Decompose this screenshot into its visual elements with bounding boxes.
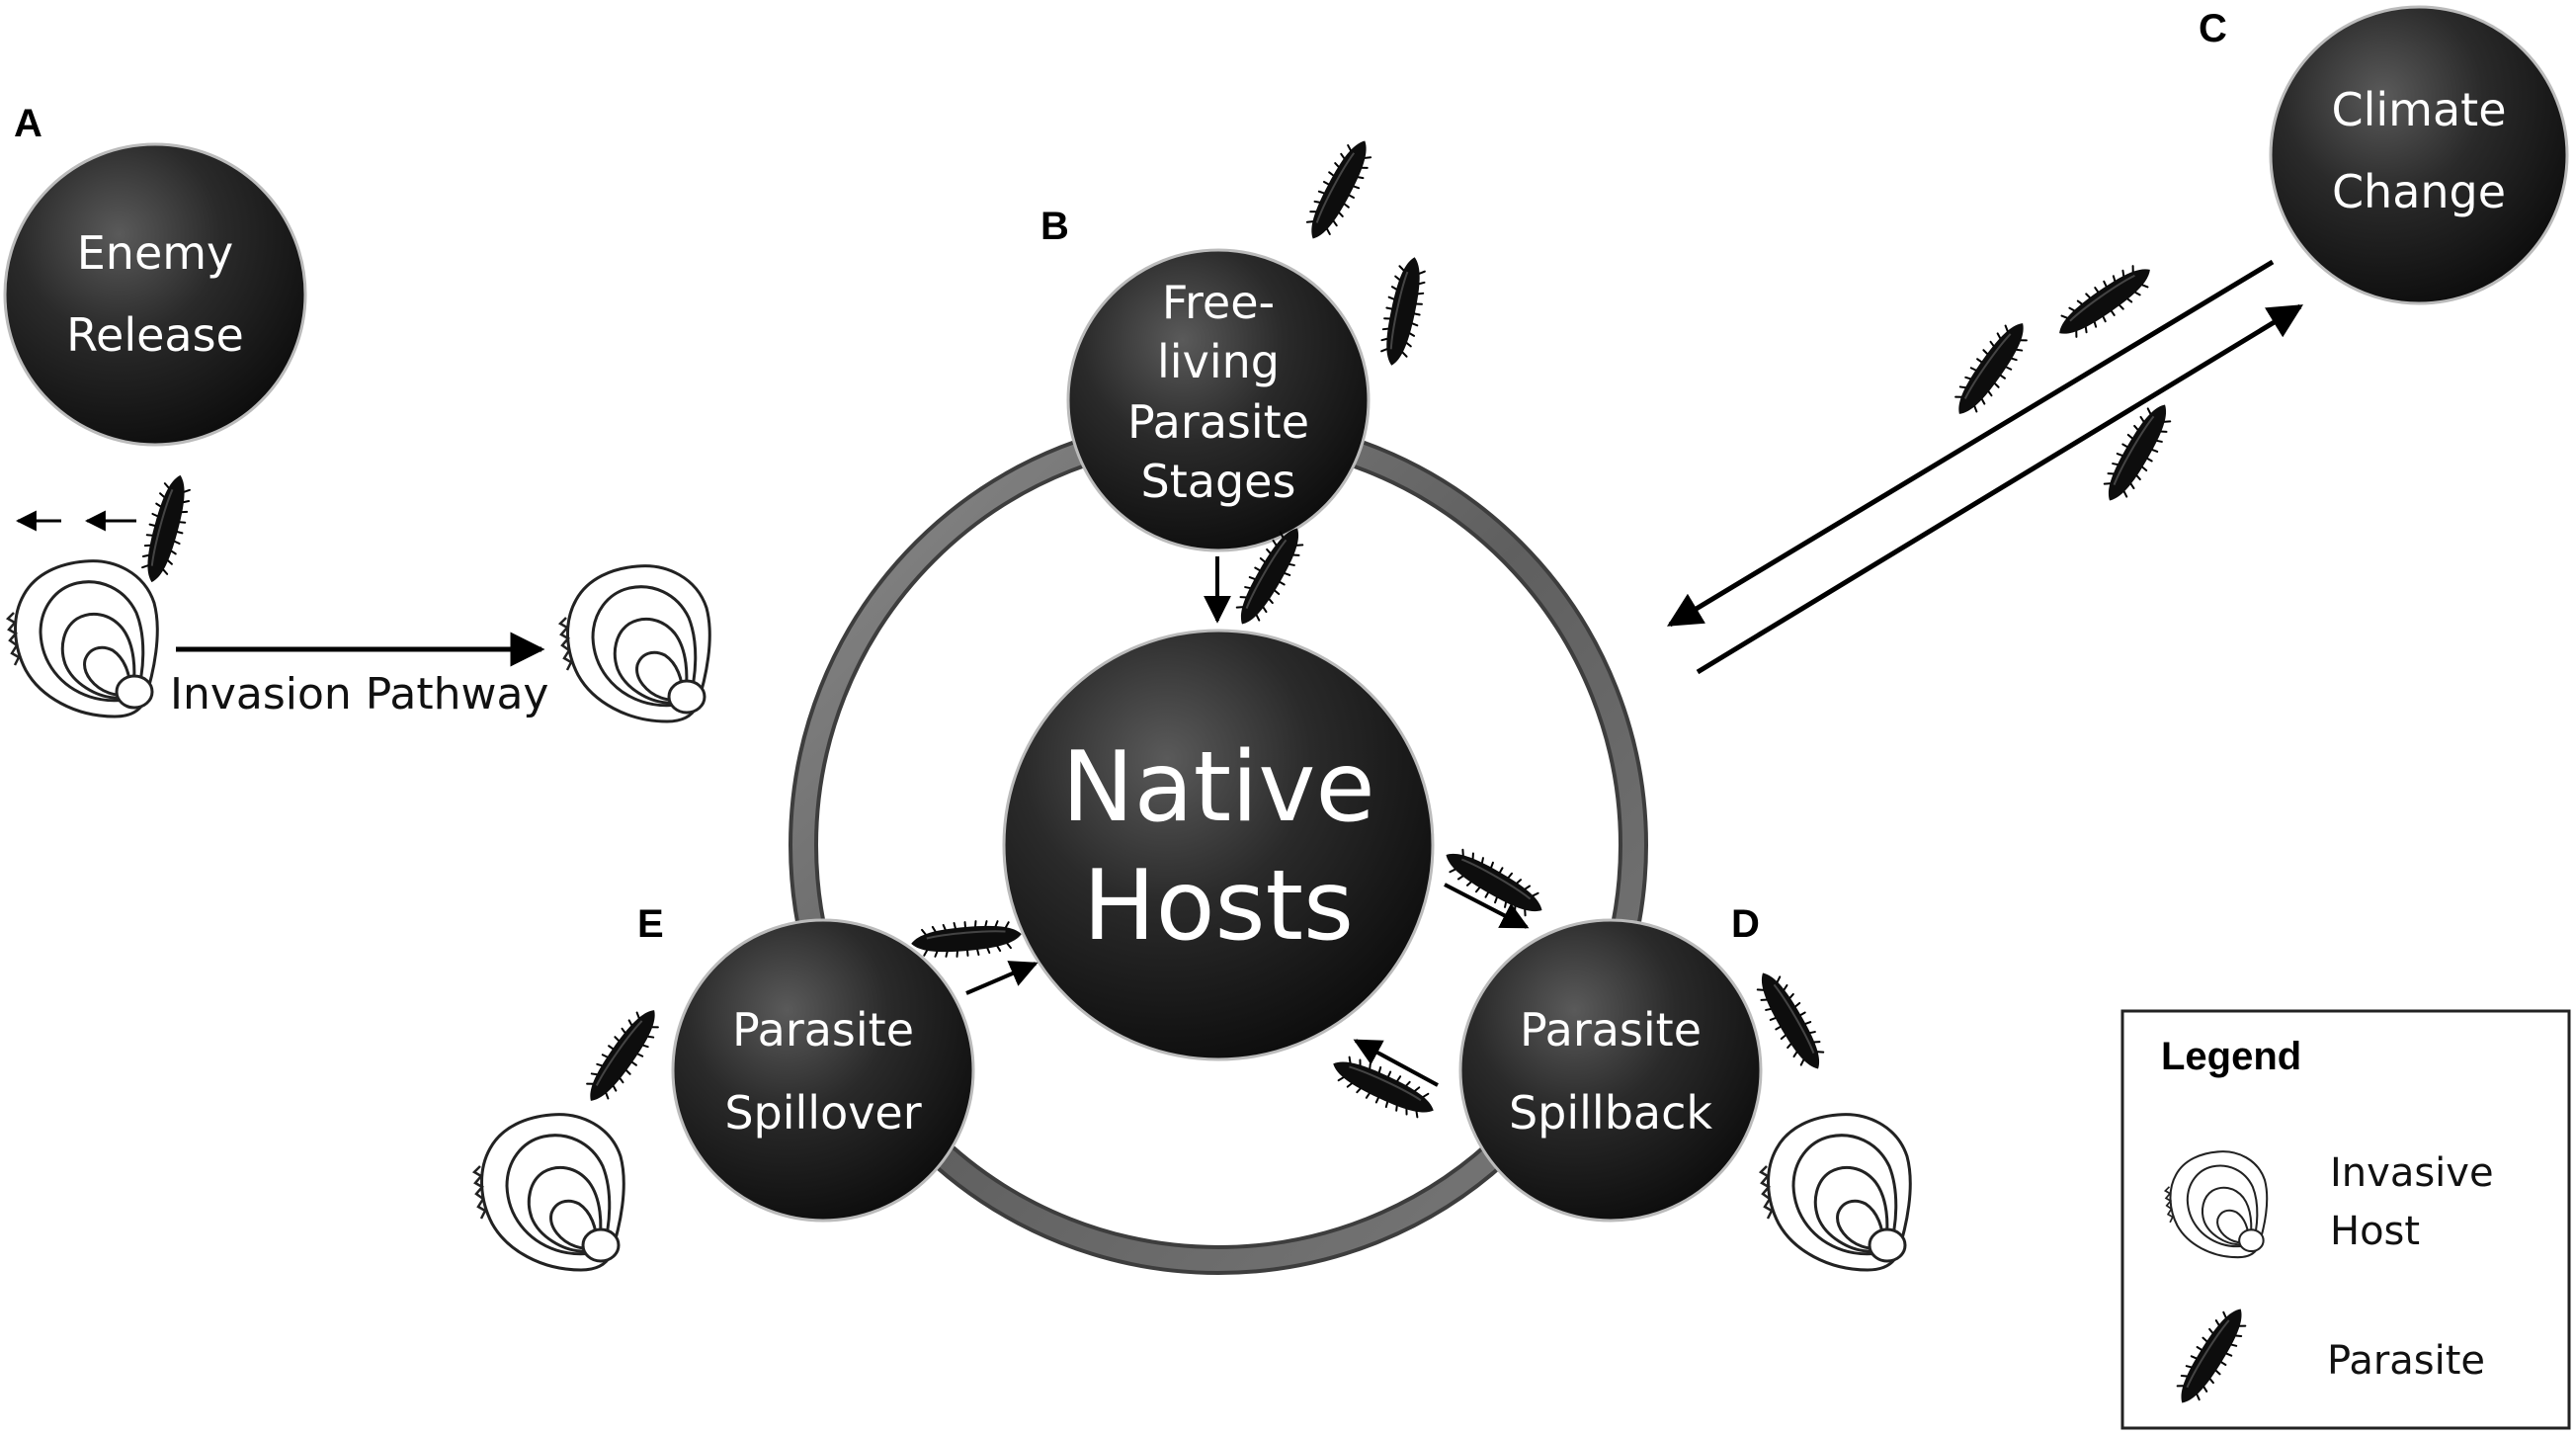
oyster-icon: [472, 1113, 625, 1272]
spillback-to-hosts-arrow: [1353, 1039, 1439, 1087]
enemy-release-label-line1: Enemy: [77, 226, 234, 280]
legend-host-line1: Invasive: [2330, 1150, 2494, 1196]
enemy-release-label-line2: Release: [66, 308, 244, 362]
native-hosts-label-line1: Native: [1061, 731, 1374, 844]
climate-change-label-line2: Change: [2332, 165, 2506, 218]
climate-to-hosts-arrow: [1667, 259, 2275, 628]
free-living-label-line2: living: [1157, 335, 1280, 388]
hosts-to-spillback-arrow: [1444, 883, 1530, 929]
panel-a-letter: A: [14, 102, 42, 145]
panel-d-letter: D: [1731, 902, 1760, 946]
parasite-icon: [1944, 312, 2038, 425]
invasion-pathway-label: Invasion Pathway: [170, 669, 548, 719]
native-hosts-label-line2: Hosts: [1083, 850, 1354, 963]
panel-b-letter: B: [1040, 205, 1069, 248]
free-living-label-line4: Stages: [1141, 455, 1296, 508]
legend-title: Legend: [2161, 1035, 2301, 1078]
legend-host-line2: Host: [2330, 1209, 2420, 1254]
free-living-label-line1: Free-: [1162, 276, 1275, 329]
parasite-icon: [2048, 254, 2161, 349]
climate-change-node: [2269, 5, 2569, 305]
oyster-icon: [6, 559, 159, 718]
oyster-icon: [1759, 1113, 1912, 1272]
spillback-label-line1: Parasite: [1520, 1003, 1702, 1056]
enemy-release-node: [3, 142, 307, 447]
climate-change-label-line1: Climate: [2331, 83, 2506, 136]
free-living-label-line3: Parasite: [1127, 395, 1309, 449]
parasite-icon: [1296, 131, 1381, 248]
parasite-icon: [2094, 395, 2181, 510]
free-living-stages-node: [1066, 248, 1371, 552]
native-hosts-node: [1002, 629, 1435, 1061]
oyster-icon: [558, 564, 711, 723]
spillover-to-hosts-arrow: [965, 961, 1039, 995]
spillover-label-line1: Parasite: [732, 1003, 914, 1056]
parasite-spillback-node: [1458, 918, 1763, 1223]
hosts-to-climate-arrow: [1696, 303, 2303, 675]
parasite-icon: [1373, 252, 1433, 371]
panel-e-letter: E: [637, 902, 664, 946]
parasite-icon: [908, 916, 1025, 962]
panel-c-letter: C: [2199, 7, 2227, 50]
parasite-spillover-node: [671, 918, 975, 1223]
parasite-icon: [134, 469, 198, 588]
parasite-icon: [1325, 1047, 1442, 1128]
spillover-label-line2: Spillover: [724, 1086, 921, 1140]
parasite-icon: [575, 999, 670, 1112]
spillback-label-line2: Spillback: [1509, 1086, 1712, 1140]
legend-parasite-label: Parasite: [2327, 1338, 2485, 1384]
